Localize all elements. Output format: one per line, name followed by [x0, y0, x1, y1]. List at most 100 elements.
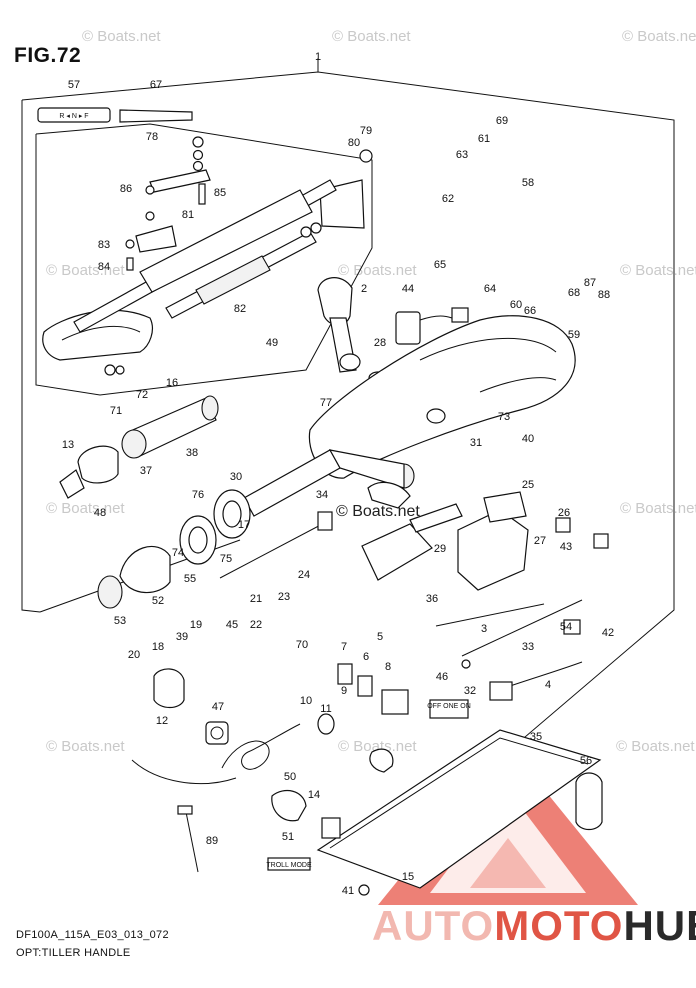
- callout-21: 21: [250, 593, 262, 605]
- end-cap: [97, 575, 123, 609]
- callout-63: 63: [456, 149, 468, 161]
- nut: [125, 239, 135, 249]
- tiller-bracket-detail: [61, 325, 141, 341]
- callout-88: 88: [598, 289, 610, 301]
- callout-15: 15: [402, 871, 414, 883]
- troll-plate: TROLL MODE: [266, 857, 312, 871]
- callout-29: 29: [434, 543, 446, 555]
- tiller-handle-body: [308, 315, 576, 479]
- callout-52: 52: [152, 595, 164, 607]
- callout-26: 26: [558, 507, 570, 519]
- switch-housing: [321, 817, 341, 839]
- bracket-54: [563, 619, 581, 635]
- tiller-bracket: [42, 309, 153, 361]
- callout-47: 47: [212, 701, 224, 713]
- callout-58: 58: [522, 177, 534, 189]
- lower-cover-edge: [329, 737, 589, 849]
- figure-title: FIG.72: [14, 44, 82, 67]
- washer: [192, 160, 204, 172]
- bracket-43: [593, 533, 609, 549]
- svg-text:OFF ONE ON: OFF ONE ON: [427, 703, 471, 710]
- callout-24: 24: [298, 569, 310, 581]
- callout-35: 35: [530, 731, 542, 743]
- tiller-handle-ridge: [419, 337, 557, 361]
- figure-code: DF100A_115A_E03_013_072: [16, 929, 169, 941]
- callout-73: 73: [498, 411, 510, 423]
- callout-76: 76: [192, 489, 204, 501]
- callout-1: 1: [315, 51, 321, 63]
- handle-hole: [426, 408, 446, 424]
- watermark: © Boats.net: [332, 28, 411, 45]
- callout-38: 38: [186, 447, 198, 459]
- watermark: © Boats.net: [46, 500, 125, 517]
- watermark: © Boats.net: [338, 738, 417, 755]
- grip-collar: [201, 395, 219, 421]
- rod-block: [317, 511, 333, 531]
- lever-hub: [339, 353, 361, 371]
- sleeve-56: [575, 772, 603, 831]
- switch-connector: [395, 311, 421, 345]
- callout-81: 81: [182, 209, 194, 221]
- callout-10: 10: [300, 695, 312, 707]
- nut: [104, 364, 116, 376]
- callout-48: 48: [94, 507, 106, 519]
- knob-12: [153, 668, 185, 709]
- callout-54: 54: [560, 621, 572, 633]
- callout-2: 2: [361, 283, 367, 295]
- callout-31: 31: [470, 437, 482, 449]
- brand-wordmark: AUTOMOTOHUB: [372, 902, 696, 950]
- switch-50: [271, 789, 307, 822]
- washer: [310, 222, 322, 234]
- callout-69: 69: [496, 115, 508, 127]
- rod-33: [461, 599, 583, 657]
- callout-46: 46: [436, 671, 448, 683]
- shift-plate: R ◂ N ▸ F: [37, 107, 111, 123]
- callout-60: 60: [510, 299, 522, 311]
- grip-end: [121, 429, 147, 459]
- callout-59: 59: [568, 329, 580, 341]
- switch-top: [483, 491, 527, 523]
- switch-8: [381, 689, 409, 715]
- callout-89: 89: [206, 835, 218, 847]
- callout-55: 55: [184, 573, 196, 585]
- callout-45: 45: [226, 619, 238, 631]
- callout-85: 85: [214, 187, 226, 199]
- shift-rod-body: [139, 189, 313, 293]
- callout-12: 12: [156, 715, 168, 727]
- callout-6: 6: [363, 651, 369, 663]
- callout-40: 40: [522, 433, 534, 445]
- callout-62: 62: [442, 193, 454, 205]
- shift-lever-knob: [317, 277, 353, 326]
- rod-3: [435, 603, 545, 627]
- callout-4: 4: [545, 679, 551, 691]
- friction-knob: [77, 445, 119, 484]
- callout-28: 28: [374, 337, 386, 349]
- bolt: [198, 183, 206, 205]
- washer: [115, 365, 125, 375]
- callout-36: 36: [426, 593, 438, 605]
- callout-11: 11: [320, 703, 331, 715]
- callout-8: 8: [385, 661, 391, 673]
- callout-67: 67: [150, 79, 162, 91]
- callout-56: 56: [580, 755, 592, 767]
- callout-42: 42: [602, 627, 614, 639]
- nut: [461, 659, 471, 669]
- callout-61: 61: [478, 133, 490, 145]
- callout-41: 41: [342, 885, 354, 897]
- watermark: © Boats.net: [620, 500, 696, 517]
- shift-sleeve: [195, 255, 271, 305]
- lanyard-coil: [221, 723, 301, 770]
- callout-84: 84: [98, 261, 110, 273]
- washer: [192, 149, 204, 161]
- callout-37: 37: [140, 465, 152, 477]
- callout-labels: 1234567891011121314151617181920212223242…: [62, 51, 614, 897]
- callout-70: 70: [296, 639, 308, 651]
- callout-13: 13: [62, 439, 74, 451]
- watermark: © Boats.net: [616, 738, 695, 755]
- throttle-link: [409, 503, 463, 533]
- callout-64: 64: [484, 283, 496, 295]
- callout-65: 65: [434, 259, 446, 271]
- lanyard-cord: [131, 759, 237, 784]
- callout-78: 78: [146, 131, 158, 143]
